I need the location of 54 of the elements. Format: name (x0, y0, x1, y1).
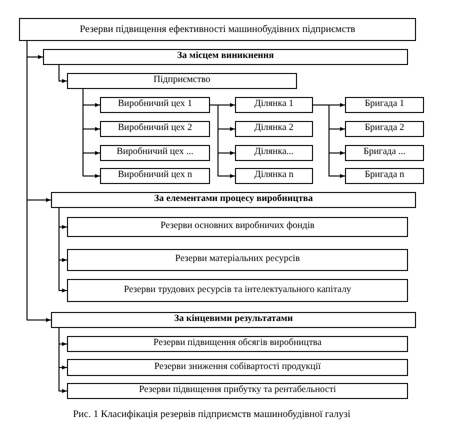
box-label: Резерви трудових ресурсів та інтелектуального капіталу (124, 286, 352, 296)
item-box (235, 97, 313, 113)
item-box (67, 359, 408, 376)
box-label: Виробничий цех 1 (118, 100, 192, 110)
category-box (51, 192, 416, 208)
connector-arrow (210, 104, 236, 178)
box-label: Ділянка n (254, 171, 294, 181)
box-label: Резерви підвищення обсягів виробництва (153, 339, 322, 349)
box-label: За місцем виникнення (177, 52, 274, 62)
box-label: Ділянка 1 (254, 100, 294, 110)
box-label: Бригада ... (364, 148, 406, 158)
box-label: Виробничий цех n (118, 171, 192, 181)
category-box (51, 312, 416, 328)
connector-arrow (312, 104, 346, 178)
item-box (345, 97, 424, 113)
box-label: Резерви зниження собівартості продукції (154, 362, 321, 372)
item-box (345, 121, 424, 137)
item-box (235, 168, 313, 184)
item-box (67, 73, 297, 89)
box-label: Бригада 2 (364, 124, 404, 134)
item-box (235, 145, 313, 161)
box-label: Ділянка... (254, 148, 294, 158)
box-label: Бригада n (364, 171, 404, 181)
category-box (43, 49, 408, 65)
connector-arrow (26, 40, 52, 322)
item-box (345, 145, 424, 161)
title-box (19, 18, 416, 41)
connector-arrow (58, 64, 68, 83)
box-label: Виробничий цех ... (116, 148, 194, 158)
box-label: Резерви підвищення прибутку та рентабельності (138, 386, 336, 396)
box-label: За кінцевими результатами (174, 315, 293, 325)
box-label: Виробничий цех 2 (118, 124, 192, 134)
item-box (100, 121, 210, 137)
item-box (67, 336, 408, 352)
item-box (67, 279, 408, 302)
item-box (100, 168, 210, 184)
box-label: Ділянка 2 (254, 124, 294, 134)
connector-arrow (58, 328, 68, 393)
box-label: Резерви підвищення ефективності машинобудівних підприємств (80, 24, 356, 34)
connector-arrow (58, 208, 68, 292)
box-label: Бригада 1 (364, 100, 404, 110)
item-box (345, 168, 424, 184)
figure-caption: Рис. 1 Класифікація резервів підприємств машинобудівної галузі (73, 409, 350, 420)
box-label: Підприємство (154, 76, 210, 86)
item-box (67, 383, 408, 399)
item-box (67, 249, 408, 271)
box-label: За елементами процесу виробництва (154, 195, 313, 205)
box-label: Резерви основних виробничих фондів (160, 222, 314, 232)
connector-arrow (82, 88, 100, 178)
box-label: Резерви матеріальних ресурсів (175, 255, 300, 265)
item-box (235, 121, 313, 137)
item-box (100, 97, 210, 113)
item-box (100, 145, 210, 161)
item-box (67, 217, 408, 237)
